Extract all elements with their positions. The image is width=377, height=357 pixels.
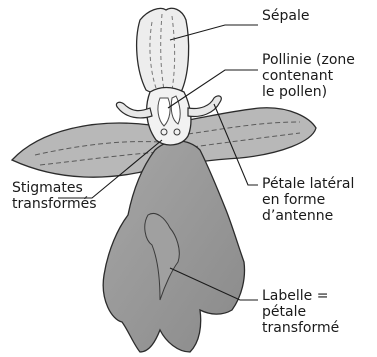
- label-stigmates-line-2: transformés: [12, 196, 97, 212]
- label-labelle: Labelle = pétale transformé: [262, 288, 339, 336]
- label-stigmates-line-1: Stigmates: [12, 180, 97, 196]
- label-labelle-line-3: transformé: [262, 320, 339, 336]
- label-petale-lateral-line-2: en forme: [262, 192, 354, 208]
- label-pollinie-line-2: contenant: [262, 68, 355, 84]
- label-petale-lateral: Pétale latéral en forme d’antenne: [262, 176, 354, 224]
- label-petale-lateral-line-3: d’antenne: [262, 208, 354, 224]
- label-stigmates: Stigmates transformés: [12, 180, 97, 212]
- label-petale-lateral-line-1: Pétale latéral: [262, 176, 354, 192]
- upper-sepal: [137, 8, 189, 93]
- antenna-petal-right: [188, 96, 221, 117]
- label-pollinie-line-3: le pollen): [262, 84, 355, 100]
- label-labelle-line-2: pétale: [262, 304, 339, 320]
- label-pollinie: Pollinie (zone contenant le pollen): [262, 52, 355, 100]
- label-sepale: Sépale: [262, 8, 309, 24]
- label-labelle-line-1: Labelle =: [262, 288, 339, 304]
- label-pollinie-line-1: Pollinie (zone: [262, 52, 355, 68]
